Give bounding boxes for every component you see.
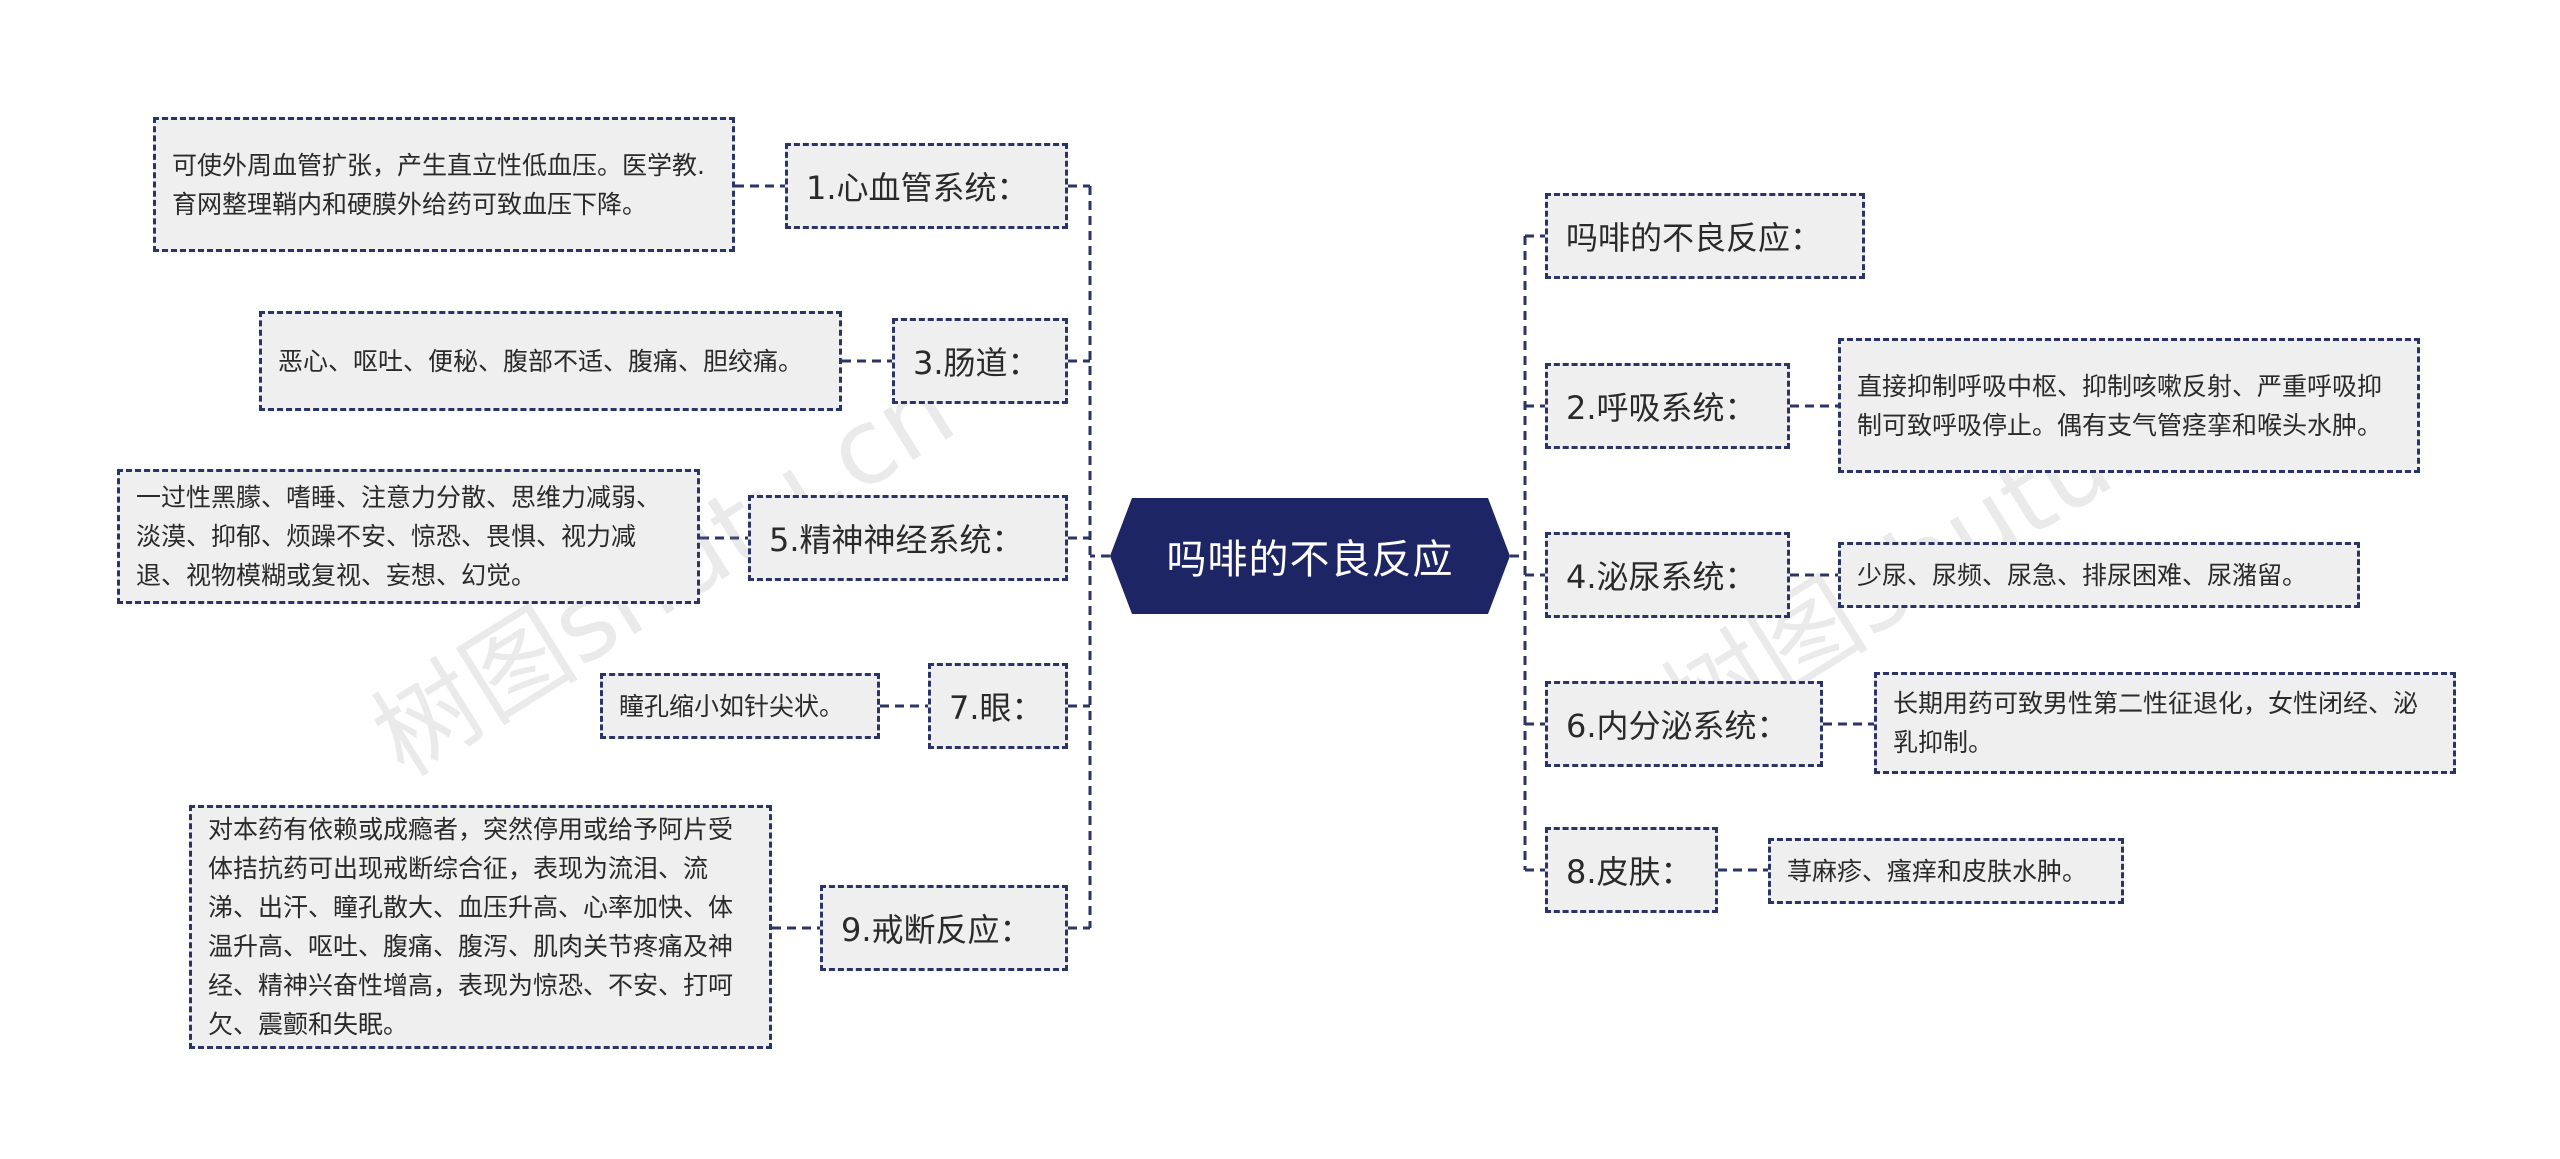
branch-eye[interactable]: 7.眼： xyxy=(928,663,1068,749)
branch-label: 1.心血管系统： xyxy=(806,169,1029,207)
left-trunk-line xyxy=(1088,186,1110,928)
leaf-eye[interactable]: 瞳孔缩小如针尖状。 xyxy=(600,673,880,739)
leaf-cardiovascular[interactable]: 可使外周血管扩张，产生直立性低血压。医学教.育网整理鞘内和硬膜外给药可致血压下降… xyxy=(153,117,735,252)
branch-respiratory[interactable]: 2.呼吸系统： xyxy=(1545,363,1790,449)
leaf-respiratory[interactable]: 直接抑制呼吸中枢、抑制咳嗽反射、严重呼吸抑制可致呼吸停止。偶有支气管痉挛和喉头水… xyxy=(1838,338,2420,473)
branch-neuro[interactable]: 5.精神神经系统： xyxy=(748,495,1068,581)
branch-label: 3.肠道： xyxy=(913,344,1040,382)
branch-label: 8.皮肤： xyxy=(1566,853,1693,891)
leaf-text: 恶心、呕吐、便秘、腹部不适、腹痛、胆绞痛。 xyxy=(278,346,804,376)
leaf-text: 对本药有依赖或成瘾者，突然停用或给予阿片受体拮抗药可出现戒断综合征，表现为流泪、… xyxy=(208,815,734,1039)
leaf-urinary[interactable]: 少尿、尿频、尿急、排尿困难、尿潴留。 xyxy=(1838,542,2360,608)
right-trunk-line xyxy=(1510,236,1527,870)
branch-label: 5.精神神经系统： xyxy=(769,521,1024,559)
leaf-text: 可使外周血管扩张，产生直立性低血压。医学教.育网整理鞘内和硬膜外给药可致血压下降… xyxy=(172,150,705,219)
branch-intestine[interactable]: 3.肠道： xyxy=(892,318,1068,404)
branch-label: 7.眼： xyxy=(949,689,1044,727)
branch-label: 6.内分泌系统： xyxy=(1566,707,1789,745)
leaf-text: 瞳孔缩小如针尖状。 xyxy=(619,691,845,721)
branch-endocrine[interactable]: 6.内分泌系统： xyxy=(1545,681,1823,767)
branch-urinary[interactable]: 4.泌尿系统： xyxy=(1545,532,1790,618)
leaf-skin[interactable]: 荨麻疹、瘙痒和皮肤水肿。 xyxy=(1768,838,2124,904)
branch-label: 吗啡的不良反应： xyxy=(1566,219,1823,257)
leaf-withdrawal[interactable]: 对本药有依赖或成瘾者，突然停用或给予阿片受体拮抗药可出现戒断综合征，表现为流泪、… xyxy=(189,805,772,1049)
branch-withdrawal[interactable]: 9.戒断反应： xyxy=(820,885,1068,971)
leaf-neuro[interactable]: 一过性黑朦、嗜睡、注意力分散、思维力减弱、淡漠、抑郁、烦躁不安、惊恐、畏惧、视力… xyxy=(117,469,700,604)
branch-summary[interactable]: 吗啡的不良反应： xyxy=(1545,193,1865,279)
branch-label: 2.呼吸系统： xyxy=(1566,389,1757,427)
leaf-text: 荨麻疹、瘙痒和皮肤水肿。 xyxy=(1787,856,2088,886)
leaf-endocrine[interactable]: 长期用药可致男性第二性征退化，女性闭经、泌乳抑制。 xyxy=(1874,672,2456,774)
leaf-text: 少尿、尿频、尿急、排尿困难、尿潴留。 xyxy=(1857,560,2308,590)
leaf-text: 一过性黑朦、嗜睡、注意力分散、思维力减弱、淡漠、抑郁、烦躁不安、惊恐、畏惧、视力… xyxy=(136,483,662,590)
root-topic[interactable]: 吗啡的不良反应 xyxy=(1110,498,1510,614)
leaf-text: 直接抑制呼吸中枢、抑制咳嗽反射、严重呼吸抑制可致呼吸停止。偶有支气管痉挛和喉头水… xyxy=(1857,371,2383,440)
branch-cardiovascular[interactable]: 1.心血管系统： xyxy=(785,143,1068,229)
branch-skin[interactable]: 8.皮肤： xyxy=(1545,827,1718,913)
leaf-text: 长期用药可致男性第二性征退化，女性闭经、泌乳抑制。 xyxy=(1893,689,2419,757)
branch-label: 4.泌尿系统： xyxy=(1566,558,1757,596)
leaf-intestine[interactable]: 恶心、呕吐、便秘、腹部不适、腹痛、胆绞痛。 xyxy=(259,311,842,411)
branch-label: 9.戒断反应： xyxy=(841,911,1032,949)
